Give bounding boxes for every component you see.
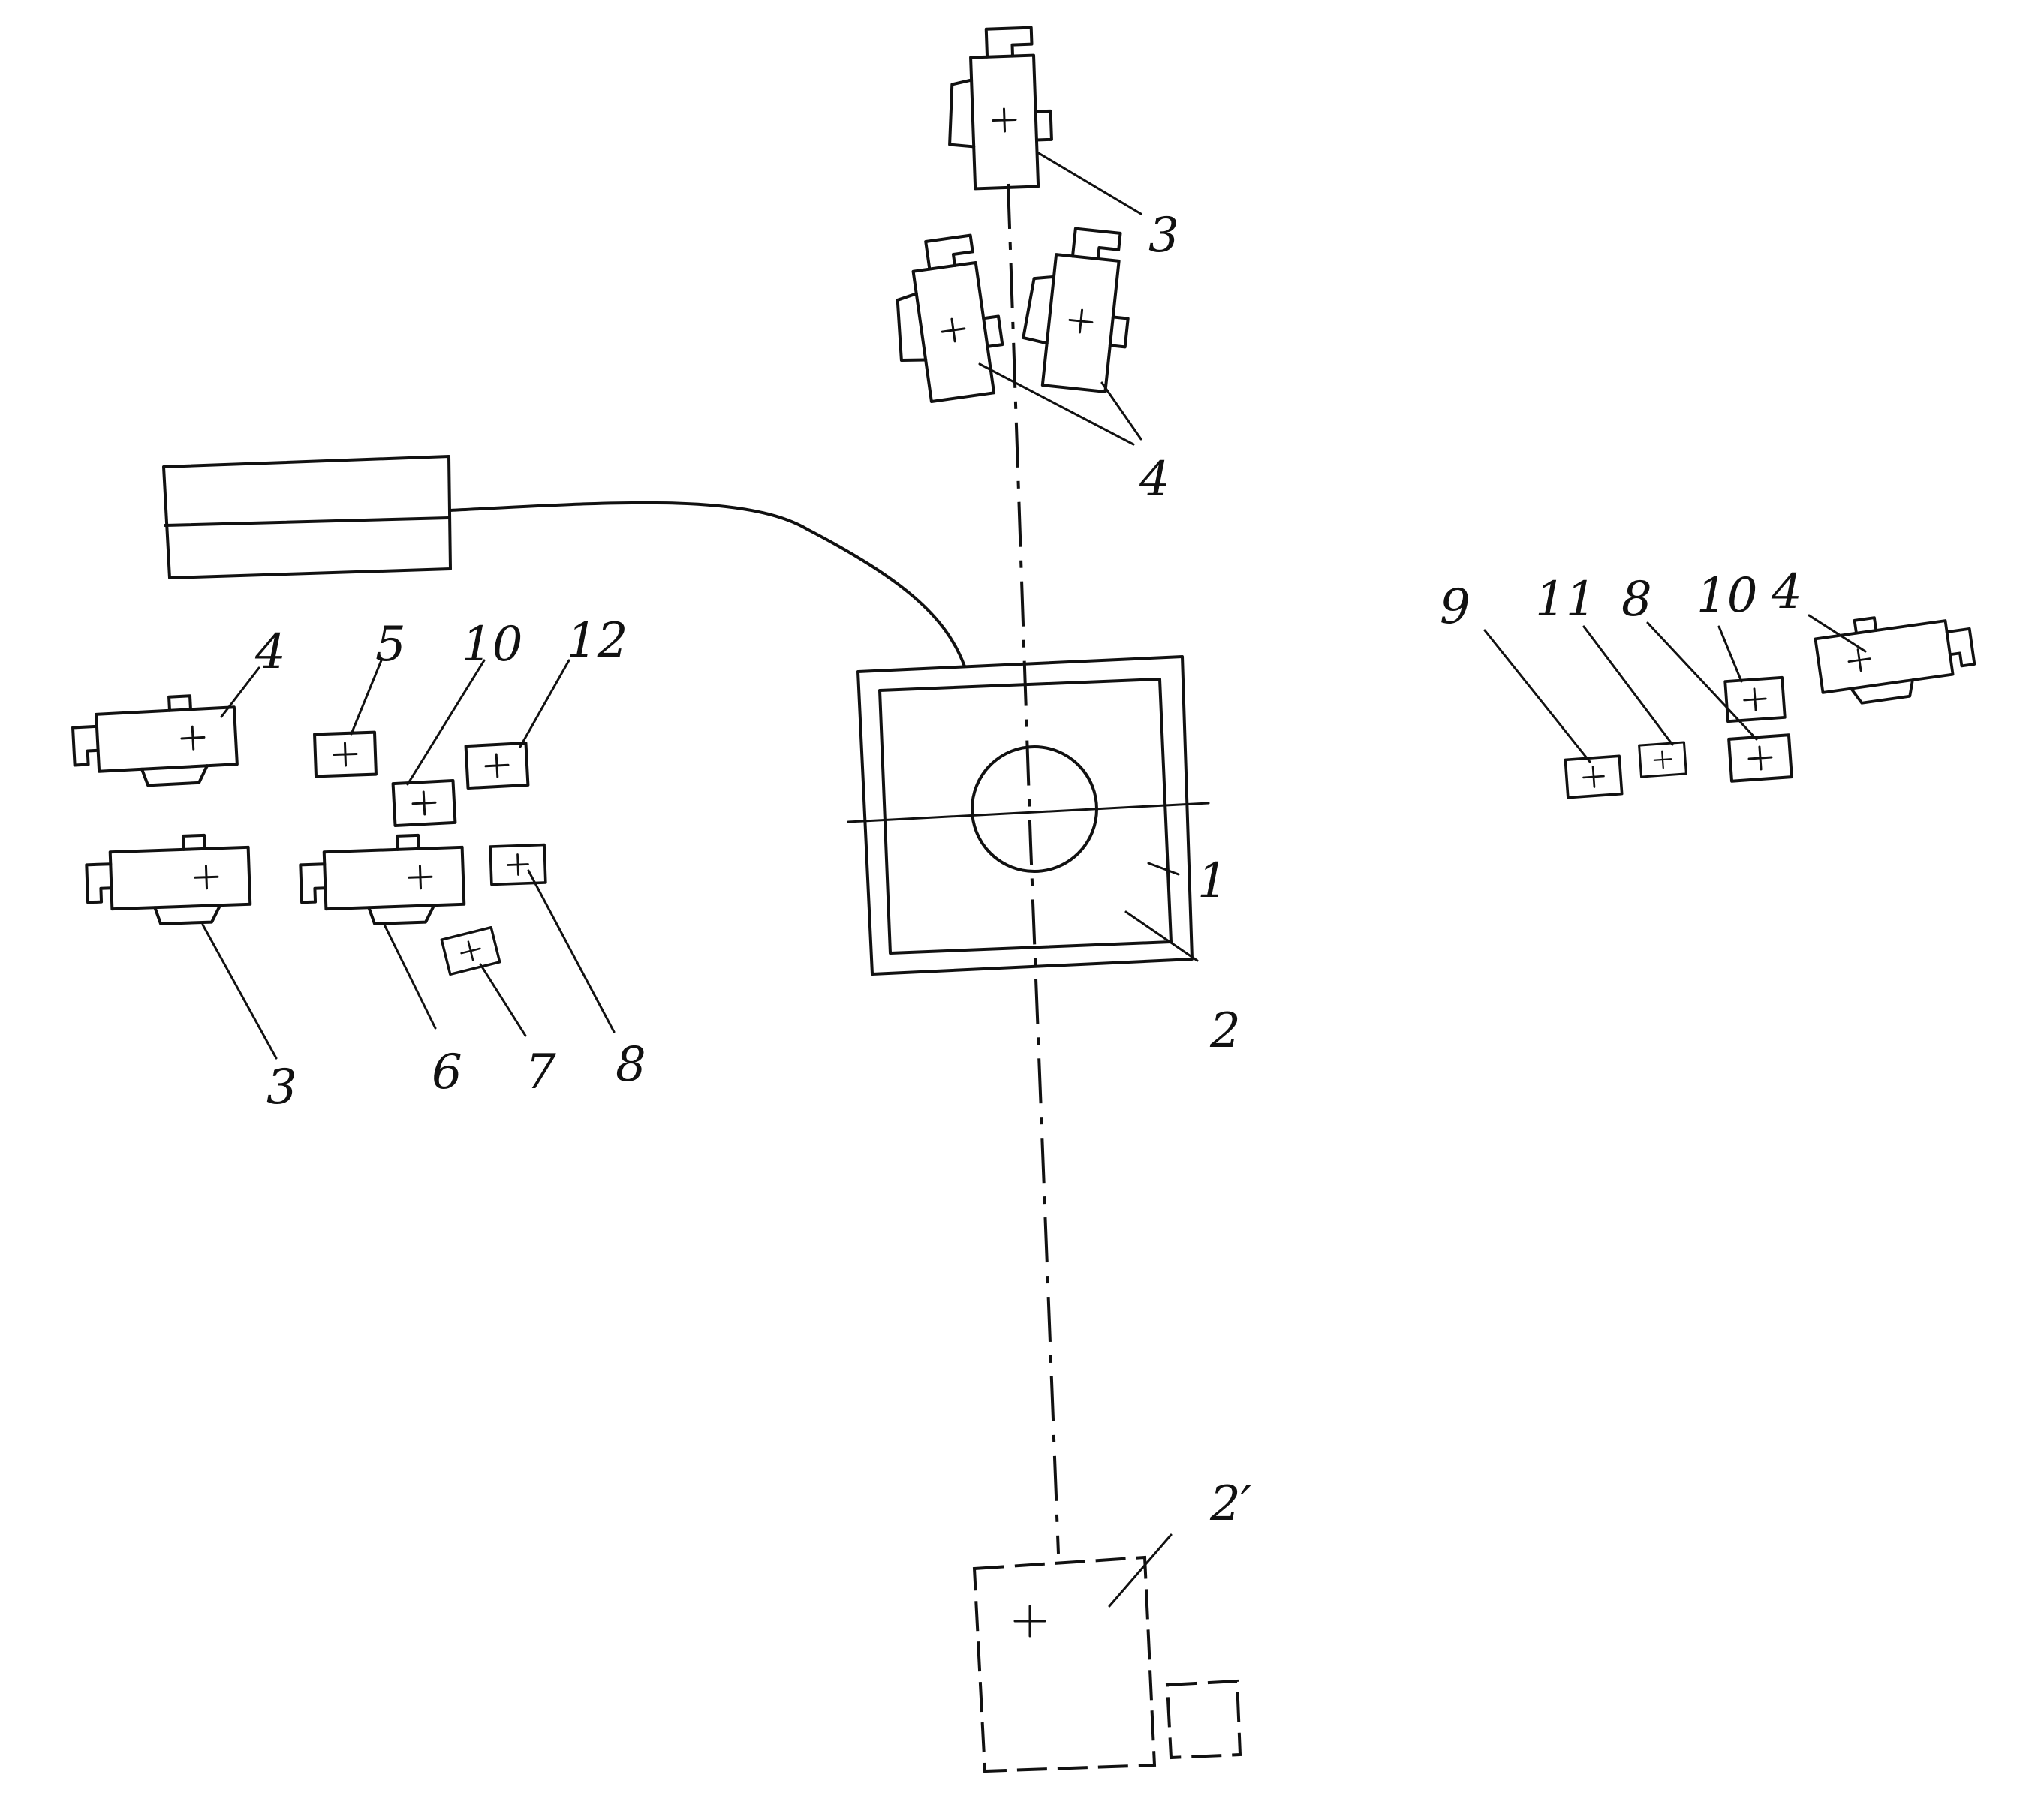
leader-right-9	[1483, 629, 1591, 763]
leader-left-10	[406, 659, 486, 786]
leader-top-3	[1036, 151, 1142, 215]
stage-platform	[847, 655, 1210, 976]
vertical-axis-line	[1007, 183, 1060, 1554]
label-1: 1	[1197, 853, 1228, 909]
camera-icon	[71, 693, 238, 789]
lamp-icon	[440, 925, 501, 976]
leader-right-11	[1582, 625, 1674, 746]
leader-2-prime	[1108, 1533, 1173, 1608]
label-2: 2	[1209, 1003, 1241, 1059]
leader-right-4	[1808, 614, 1867, 653]
lamp-icon	[489, 843, 547, 886]
label-top-3: 3	[1148, 208, 1179, 263]
lamp-icon	[393, 781, 456, 826]
label-left-7: 7	[525, 1045, 556, 1100]
label-left-8: 8	[616, 1037, 646, 1093]
control-console	[162, 455, 966, 668]
leader-1	[1147, 862, 1180, 876]
label-2-prime: 2′	[1209, 1476, 1252, 1532]
camera-icon	[1016, 222, 1139, 395]
leader-2	[1124, 910, 1199, 962]
platform-2-prime	[972, 1533, 1242, 1773]
lamp-icon	[466, 743, 528, 788]
label-right-10: 10	[1696, 568, 1757, 624]
leader-left-3	[201, 923, 278, 1060]
leader-right-10	[1717, 625, 1743, 683]
label-right-11: 11	[1535, 572, 1596, 627]
leader-top-4	[978, 362, 1142, 446]
camera-icon	[300, 834, 465, 926]
camera-icon	[884, 231, 1010, 407]
label-left-5: 5	[375, 617, 406, 672]
label-left-4: 4	[254, 624, 286, 680]
label-left-12: 12	[567, 613, 628, 669]
label-right-8: 8	[1621, 572, 1652, 627]
leader-left-8	[527, 869, 616, 1033]
label-left-6: 6	[432, 1045, 462, 1100]
lamp-icon	[315, 733, 376, 777]
camera-icon	[86, 834, 251, 926]
label-right-9: 9	[1440, 579, 1471, 635]
label-top-4: 4	[1139, 452, 1170, 507]
leader-left-5	[350, 659, 383, 736]
leader-left-7	[479, 963, 527, 1037]
label-right-4: 4	[1771, 564, 1802, 620]
lamp-icon	[1564, 754, 1624, 799]
label-left-3: 3	[266, 1060, 297, 1115]
leader-left-6	[383, 923, 437, 1030]
label-left-10: 10	[462, 617, 522, 672]
camera-icon	[946, 27, 1053, 190]
leader-left-12	[519, 659, 570, 748]
leader-left-4	[220, 666, 260, 718]
lamp-icon	[1638, 741, 1687, 778]
camera-icon	[1812, 603, 1979, 710]
lamp-icon	[1727, 733, 1793, 783]
